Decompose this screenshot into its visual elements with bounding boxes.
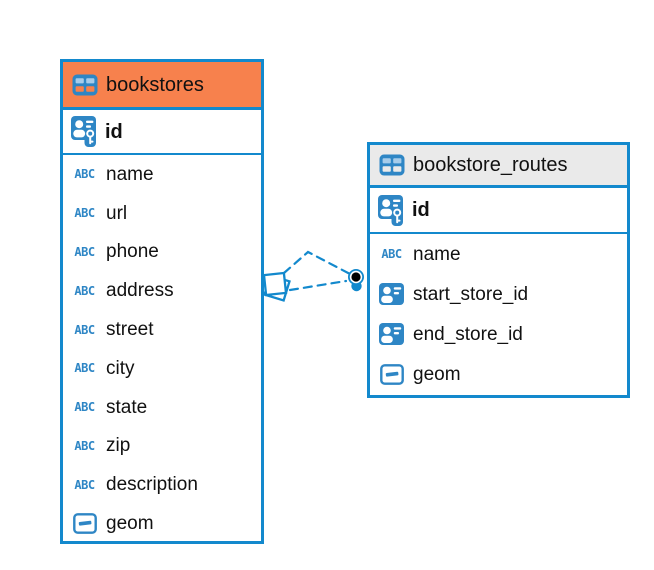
- column-name: name: [413, 243, 461, 265]
- column-name: id: [412, 199, 430, 221]
- column-row[interactable]: ABC state: [63, 388, 261, 427]
- column-row[interactable]: end_store_id: [370, 314, 627, 354]
- foreign-ref-icon: [378, 323, 405, 345]
- column-row[interactable]: ABC description: [63, 465, 261, 504]
- relationship-line-upper[interactable]: [282, 250, 352, 276]
- column-row[interactable]: ABC zip: [63, 427, 261, 466]
- column-name: address: [106, 280, 174, 302]
- text-type-icon: ABC: [74, 283, 95, 298]
- primary-key-icon: [377, 194, 404, 226]
- relationship-line-lower[interactable]: [288, 279, 348, 292]
- column-row[interactable]: ABC city: [63, 349, 261, 388]
- column-name: url: [106, 202, 128, 224]
- column-row[interactable]: ABC street: [63, 310, 261, 349]
- table-title: bookstore_routes: [413, 154, 568, 176]
- table-bookstore-routes[interactable]: bookstore_routes id ABC name: [367, 142, 630, 398]
- geometry-type-icon: [378, 363, 405, 385]
- foreign-ref-icon: [378, 283, 405, 305]
- column-row[interactable]: ABC name: [63, 155, 261, 194]
- column-name: city: [106, 357, 135, 379]
- column-row[interactable]: geom: [63, 504, 261, 543]
- text-type-icon: ABC: [74, 167, 95, 182]
- column-name: state: [106, 396, 148, 418]
- column-row-pk[interactable]: id: [370, 188, 627, 234]
- column-row[interactable]: geom: [370, 354, 627, 394]
- column-row[interactable]: ABC phone: [63, 233, 261, 272]
- table-title: bookstores: [106, 73, 204, 96]
- one-side-marker: [262, 271, 291, 302]
- column-name: end_store_id: [413, 323, 523, 345]
- text-type-icon: ABC: [74, 361, 95, 376]
- table-bookstores[interactable]: bookstores id ABC name ABC url ABC phone: [60, 59, 264, 544]
- table-header[interactable]: bookstore_routes: [370, 145, 627, 188]
- column-name: street: [106, 319, 154, 341]
- column-name: description: [106, 474, 198, 496]
- text-type-icon: ABC: [74, 244, 95, 259]
- column-name: name: [106, 163, 154, 185]
- table-icon: [378, 154, 405, 176]
- column-row-pk[interactable]: id: [63, 110, 261, 155]
- column-name: geom: [413, 363, 461, 385]
- column-name: phone: [106, 241, 159, 263]
- text-type-icon: ABC: [74, 206, 95, 221]
- text-type-icon: ABC: [74, 322, 95, 337]
- text-type-icon: ABC: [74, 400, 95, 415]
- column-name: zip: [106, 435, 131, 457]
- geometry-type-icon: [71, 513, 98, 534]
- column-name: id: [105, 120, 123, 143]
- text-type-icon: ABC: [381, 247, 402, 261]
- column-row[interactable]: ABC address: [63, 271, 261, 310]
- column-row[interactable]: ABC url: [63, 194, 261, 233]
- relationship-link[interactable]: [262, 250, 364, 302]
- column-name: start_store_id: [413, 283, 529, 305]
- table-header[interactable]: bookstores: [63, 62, 261, 110]
- text-type-icon: ABC: [74, 477, 95, 492]
- column-name: geom: [106, 513, 154, 535]
- column-row[interactable]: ABC name: [370, 234, 627, 274]
- table-icon: [71, 74, 98, 96]
- text-type-icon: ABC: [74, 438, 95, 453]
- many-side-marker: [348, 269, 364, 292]
- column-row[interactable]: start_store_id: [370, 274, 627, 314]
- primary-key-icon: [70, 116, 97, 147]
